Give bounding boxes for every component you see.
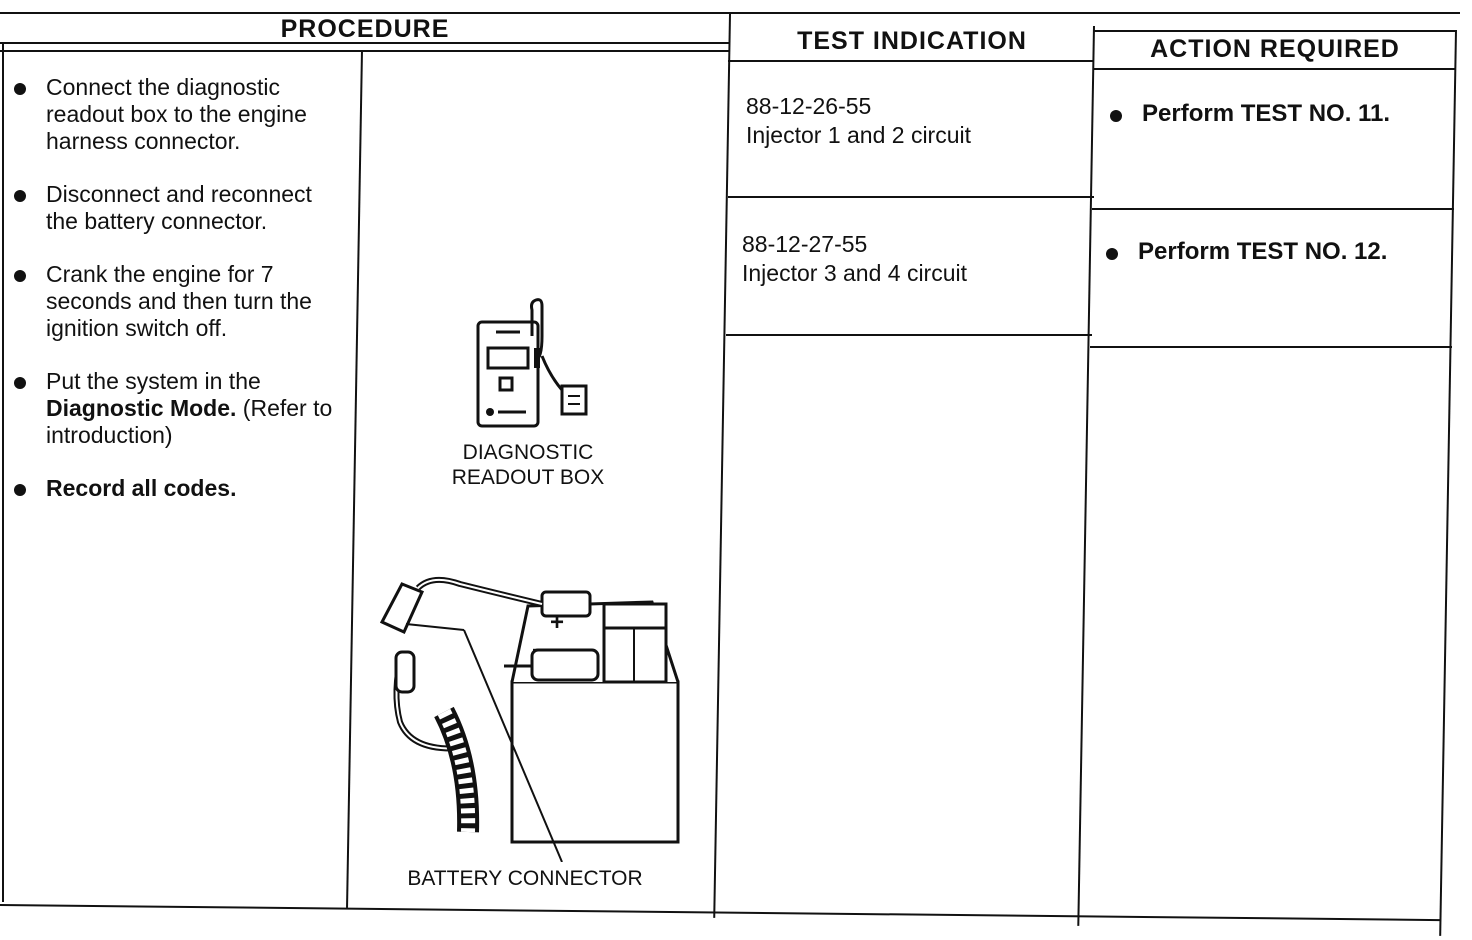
right-border <box>1439 30 1457 936</box>
row-1-code: 88-12-26-55 <box>746 93 872 119</box>
bullet-icon <box>1110 110 1122 122</box>
table-top-border <box>0 12 1460 14</box>
step-1: Connect the diagnostic readout box to th… <box>8 74 348 155</box>
row-2-code: 88-12-27-55 <box>742 231 868 257</box>
procedure-steps-list: Connect the diagnostic readout box to th… <box>8 74 348 528</box>
action-header-top <box>1094 30 1456 32</box>
procedure-header: PROCEDURE <box>280 15 450 43</box>
table-bottom-border <box>0 904 1440 922</box>
bullet-icon <box>14 484 26 496</box>
bullet-icon <box>14 377 26 389</box>
left-border <box>2 42 4 902</box>
bullet-icon <box>14 190 26 202</box>
row-2-action: Perform TEST NO. 12. <box>1102 238 1387 266</box>
row-1-indication: 88-12-26-55 Injector 1 and 2 circuit <box>746 92 971 150</box>
step-3: Crank the engine for 7 seconds and then … <box>8 261 348 342</box>
procedure-test-divider <box>713 14 731 918</box>
row2-divider <box>726 334 1092 336</box>
row-2-indication: 88-12-27-55 Injector 3 and 4 circuit <box>742 230 967 288</box>
procedure-subheader-divider <box>0 50 730 52</box>
step-5: Record all codes. <box>8 475 348 502</box>
row1-divider-action <box>1092 208 1454 210</box>
row2-divider-action <box>1090 346 1452 348</box>
bullet-icon <box>14 83 26 95</box>
diagnostic-readout-box-illustration <box>476 298 588 428</box>
minus-terminal-label: − <box>532 637 547 664</box>
test-action-divider <box>1077 26 1095 926</box>
action-header-divider <box>1094 68 1456 70</box>
battery-connector-caption: BATTERY CONNECTOR <box>407 867 643 890</box>
row-1-action: Perform TEST NO. 11. <box>1106 100 1390 128</box>
procedure-header-divider <box>0 42 730 44</box>
step-2: Disconnect and reconnect the battery con… <box>8 181 348 235</box>
row1-divider <box>728 196 1094 198</box>
step-4: Put the system in the Diagnostic Mode. (… <box>8 368 348 449</box>
row-2-description: Injector 3 and 4 circuit <box>742 260 968 286</box>
diagnostic-readout-caption: DIAGNOSTIC READOUT BOX <box>451 441 605 489</box>
plus-terminal-label: + <box>550 609 565 636</box>
action-required-header: ACTION REQUIRED <box>1150 35 1400 63</box>
row-1-description: Injector 1 and 2 circuit <box>746 122 972 148</box>
test-header-divider <box>728 60 1094 62</box>
test-indication-header: TEST INDICATION <box>797 27 1027 55</box>
bullet-icon <box>1106 248 1118 260</box>
battery-connector-illustration <box>379 576 680 862</box>
bullet-icon <box>14 270 26 282</box>
procedure-inner-divider <box>346 50 363 908</box>
